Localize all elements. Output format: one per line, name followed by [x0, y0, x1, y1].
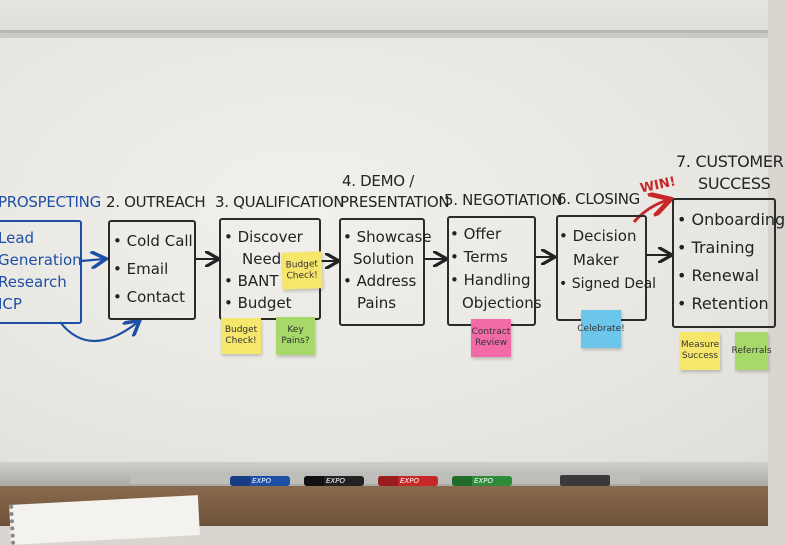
stage-2-items: • Cold Call • Email • Contact: [113, 227, 193, 311]
stage-3-item: • BANT: [224, 272, 279, 290]
sticky-note: Contract Review: [471, 319, 511, 357]
stage-7-item: • Retention: [677, 294, 769, 313]
arrow-win: [632, 200, 668, 223]
stage-4-item: Pains: [357, 294, 397, 312]
stage-1-item: ICP: [0, 295, 22, 313]
flow-arrows: [59, 0, 768, 343]
stage-1-item: Generation: [0, 251, 82, 269]
stage-1-title: PROSPECTING: [0, 193, 101, 211]
stage-6-item: • Signed Deal: [559, 276, 657, 292]
stage-7-item: • Renewal: [677, 266, 760, 285]
sticky-note: Budget Check!: [281, 251, 323, 290]
black-marker[interactable]: EXPO: [304, 476, 364, 486]
stage-4-box: [339, 218, 425, 326]
sticky-note: Key Pains?: [276, 317, 315, 355]
stage-7-title-line2: SUCCESS: [698, 174, 771, 193]
sticky-note: Measure Success: [680, 332, 720, 370]
stage-2-item: • Email: [113, 260, 169, 278]
stage-1-item: Lead: [0, 229, 35, 247]
stage-4-title-line1: 4. DEMO /: [342, 172, 414, 190]
sticky-note: Budget Check!: [221, 318, 261, 354]
sticky-note: Referrals: [731, 332, 772, 370]
stage-5-item: • Handling: [450, 271, 531, 289]
stage-2-item: • Contact: [113, 288, 185, 306]
stage-1-box: [0, 220, 82, 324]
marker-cap: [378, 476, 398, 486]
stage-6-title: 6. CLOSING: [557, 190, 640, 208]
stage-3-item: • Discover: [224, 228, 303, 246]
arrow-1-2: [80, 259, 104, 261]
stage-3-item: • Budget: [224, 294, 292, 312]
marker-label: EXPO: [252, 477, 271, 485]
whiteboard: [0, 38, 768, 462]
stage-7-title-line1: 7. CUSTOMER: [676, 152, 784, 171]
stage-7-box: [672, 198, 776, 328]
stage-2-title: 2. OUTREACH: [106, 193, 206, 211]
stage-1-items: Lead Generation Research ICP: [0, 227, 82, 315]
stage-5-item: Objections: [462, 294, 542, 312]
notebook: [9, 495, 200, 545]
stage-2-item: • Cold Call: [113, 232, 193, 250]
stage-3-item: Needs: [242, 250, 290, 268]
blue-marker[interactable]: EXPO: [230, 476, 290, 486]
marker-label: EXPO: [326, 477, 345, 485]
marker-cap: [452, 476, 472, 486]
stage-4-item: • Address: [343, 272, 417, 290]
stage-4-item: Solution: [353, 250, 415, 268]
marker-label: EXPO: [400, 477, 419, 485]
stage-4-title-line2: PRESENTATION: [340, 193, 450, 211]
stage-3-items: • Discover Needs • BANT • Budget: [224, 226, 303, 314]
stage-4-items: • Showcase Solution • Address Pains: [343, 226, 432, 314]
sticky-note: Celebrate!: [577, 310, 625, 348]
stage-6-item: Maker: [573, 251, 619, 269]
stage-7-item: • Training: [677, 238, 755, 257]
marker-label: EXPO: [474, 477, 493, 485]
marker-cap: [304, 476, 324, 486]
stage-1-item: Research: [0, 273, 67, 291]
stage-4-item: • Showcase: [343, 228, 432, 246]
eraser[interactable]: [560, 475, 610, 486]
stage-5-items: • Offer • Terms • Handling Objections: [450, 223, 542, 315]
green-marker[interactable]: EXPO: [452, 476, 512, 486]
stage-6-item: • Decision: [559, 227, 637, 245]
red-marker[interactable]: EXPO: [378, 476, 438, 486]
stage-7-items: • Onboarding • Training • Renewal • Rete…: [677, 206, 785, 318]
stage-3-title: 3. QUALIFICATION: [215, 193, 345, 211]
arrow-curve: [59, 322, 138, 343]
stage-5-item: • Terms: [450, 248, 508, 266]
stage-5-item: • Offer: [450, 225, 502, 243]
stage-2-box: [108, 220, 196, 320]
marker-cap: [230, 476, 250, 486]
stage-5-title: 5. NEGOTIATION: [444, 191, 563, 209]
stage-7-item: • Onboarding: [677, 210, 785, 229]
stage-6-items: • Decision Maker • Signed Deal: [559, 224, 656, 296]
